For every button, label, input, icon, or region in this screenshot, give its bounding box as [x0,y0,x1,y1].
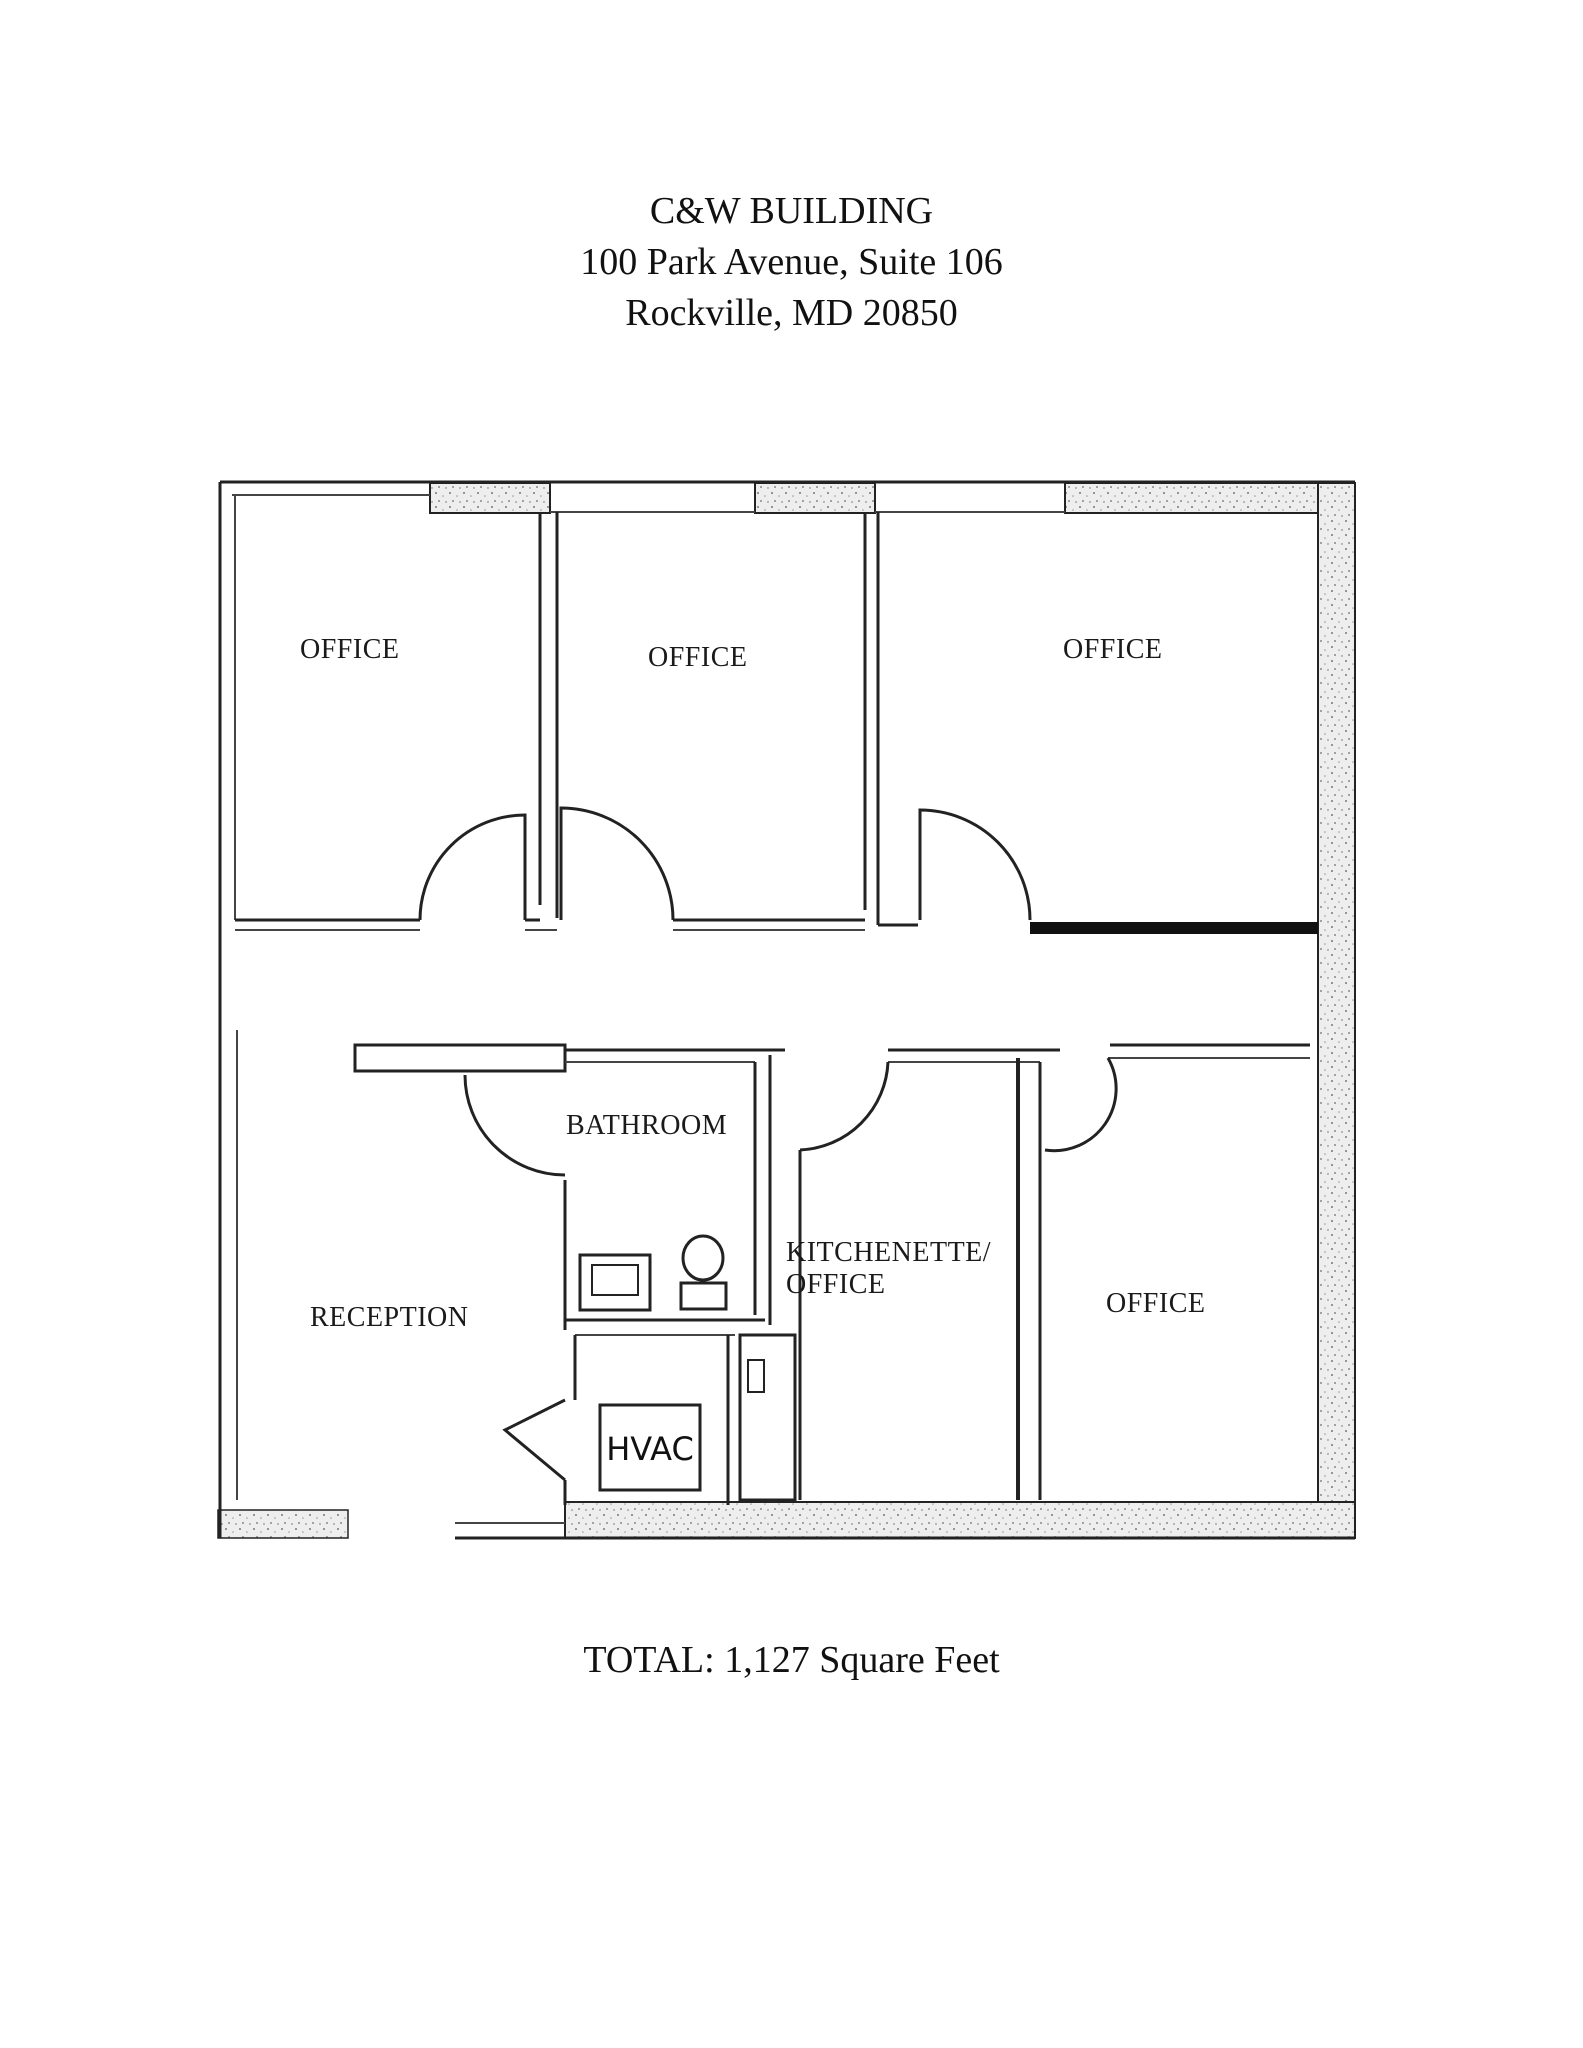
fixtures: HVAC [578,1234,797,1502]
toilet-icon [679,1234,728,1311]
exterior-walls [217,480,1356,1540]
office-label-3: OFFICE [1063,634,1163,665]
office-label-1: OFFICE [300,634,400,665]
bathroom-label: BATHROOM [566,1110,728,1141]
total-square-feet: TOTAL: 1,127 Square Feet [583,1639,1000,1681]
city-state-zip: Rockville, MD 20850 [625,292,958,334]
water-heater-icon [738,1333,797,1502]
office-label-4: OFFICE [1106,1288,1206,1319]
office-label-2: OFFICE [648,642,748,673]
reception-label: RECEPTION [310,1302,469,1333]
lower-door-swings [463,1057,1118,1482]
top-door-swings [418,806,1032,921]
kitchenette-label: KITCHENETTE/ OFFICE [786,1237,991,1301]
sink-icon [578,1253,652,1312]
building-name: C&W BUILDING [649,190,934,232]
hvac-label: HVAC [606,1430,694,1468]
hvac-unit-icon [598,1403,702,1492]
kitchenette-label-line-2: OFFICE [786,1269,886,1300]
kitchenette-label-line-1: KITCHENETTE/ [786,1237,992,1268]
street-address: 100 Park Avenue, Suite 106 [580,241,1003,283]
lower-partitions [353,1043,1310,1505]
document-header: C&W BUILDING 100 Park Avenue, Suite 106 … [0,186,1583,339]
top-office-partitions [235,512,1318,934]
